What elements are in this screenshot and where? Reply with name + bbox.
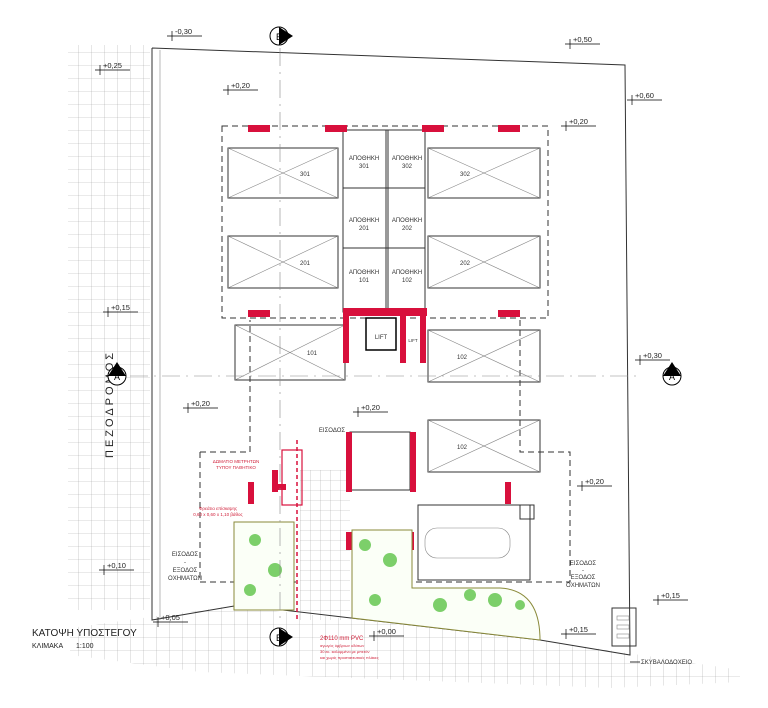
svg-text:B: B [276,32,282,42]
elevation-value: +0,25 [103,61,122,70]
garden-right [351,529,541,641]
parking-301: 301 [300,172,311,178]
elevation-value: +0,20 [585,477,604,486]
pipe-note-detail: αγωγός όμβριων υδάτων [320,643,364,648]
vehicles-right: ΟΧΗΜΑΤΩΝ [566,583,600,589]
scale-value: 1:100 [76,643,94,650]
manhole-dims: 0,60 x 0,60 x 1,10 βάθος [193,511,243,517]
storage-label: ΑΠΟΘΗΚΗ [349,156,379,162]
vehicle-exit-left: ΕΞΟΔΟΣ [173,568,198,574]
elevation-value: +0,10 [107,561,126,570]
elevation-value: -0,30 [175,27,192,36]
parking-202: 202 [460,261,471,267]
elevation-marker: +0,20 [353,403,388,417]
garden-left [233,521,295,611]
sidewalk-label: ΠΕΖΟΔΡΟΜΟΣ [104,350,116,458]
waste-bin-label: ΣΚΥΒΑΛΟΔΟΧΕΙΟ [641,660,692,666]
parking-102b: 102 [457,445,468,451]
columns [248,125,520,550]
meter-room-label: ΔΩΜΑΤΙΟ ΜΕΤΡΗΤΩΝ [213,459,260,464]
elevation-marker: +0,20 [577,477,612,491]
elevation-marker: +0,05 [153,613,188,627]
elevation-marker: +0,20 [183,399,218,413]
waste-bin [611,607,637,647]
pipe-note: 2Φ110 mm PVC [320,636,364,642]
svg-text:B: B [276,633,282,643]
lift-label: LIFT [375,335,388,341]
elevation-value: +0,50 [573,35,592,44]
elevation-marker: +0,25 [95,61,130,75]
entrance-label: ΕΙΣΟΔΟΣ [319,428,345,434]
vehicle-entrance-right: ΕΙΣΟΔΟΣ [570,561,596,567]
storage-label: ΑΠΟΘΗΚΗ [392,218,422,224]
svg-text:A: A [114,372,120,382]
elevation-value: +0,60 [635,91,654,100]
vehicle-entrance-dash: - [184,560,186,566]
car-icon [424,527,511,559]
driveway-paving [300,470,350,620]
section-marker-a-right: A [662,362,682,386]
storage-label: ΑΠΟΘΗΚΗ [392,270,422,276]
elevation-value: +0,15 [111,303,130,312]
elevation-value: +0,05 [161,613,180,622]
meter-room [281,449,303,506]
elevation-marker: +0,15 [653,591,688,605]
storage-label: ΑΠΟΘΗΚΗ [349,218,379,224]
storage-number: 201 [359,226,370,232]
section-marker-a-left: A [107,362,127,386]
elevation-value: +0,15 [569,625,588,634]
section-marker-b-bottom: B [269,627,293,647]
pipe-note-detail: και χωρίς προστατευτικές πλάκες [320,655,379,660]
svg-text:A: A [669,372,675,382]
elevation-marker: +0,60 [627,91,662,105]
vehicle-entrance-left: ΕΙΣΟΔΟΣ [172,552,198,558]
parking-bays [227,147,541,581]
elevation-value: +0,15 [661,591,680,600]
street-paving [70,606,740,688]
storage-rooms [342,129,426,313]
storage-number: 202 [402,226,413,232]
vehicles-left: ΟΧΗΜΑΤΩΝ [168,576,202,582]
core-walls [343,308,427,492]
elevation-value: +0,20 [191,399,210,408]
elevation-markers: -0,30 +0,50 +0,25 +0,20 +0,60 +0,20 +0,15 +0,30… [95,27,688,641]
meter-room-type: ΤΥΠΟΥ ΠΑΘΗΤΙΚΟ [216,465,256,470]
elevation-marker: +0,00 [369,627,404,641]
plant-icons [244,534,525,612]
storage-label: ΑΠΟΘΗΚΗ [349,270,379,276]
sidewalk-paving [68,45,150,610]
elevation-value: +0,20 [569,117,588,126]
section-marker-b-top: B [269,26,293,46]
pipe-note-detail: 30 εκ. καλυμμένο με μπετόν [320,649,370,654]
storage-number: 301 [359,164,370,170]
parking-101: 101 [307,351,318,357]
storage-number: 302 [402,164,413,170]
plan-title: ΚΑΤΟΨΗ ΥΠΟΣΤΕΓΟΥ [32,628,137,639]
building-outline [221,125,549,319]
elevation-marker: +0,30 [635,351,670,365]
vehicle-entrance-dash: - [582,568,584,574]
elevation-marker: +0,15 [103,303,138,317]
storage-number: 101 [359,278,370,284]
elevation-marker: +0,50 [565,35,600,49]
parking-102: 102 [457,355,468,361]
elevation-value: +0,20 [231,81,250,90]
elevation-marker: +0,20 [561,117,596,131]
elevation-marker: +0,15 [561,625,596,639]
lift-label-small: LIFT [408,338,418,343]
elevation-marker: +0,10 [99,561,134,575]
elevation-value: +0,00 [377,627,396,636]
manhole-note: Φρεάτιο επίσκεψης [199,505,238,511]
storage-number: 102 [402,278,413,284]
elevation-value: +0,20 [361,403,380,412]
vehicle-exit-right: ΕΞΟΔΟΣ [571,575,596,581]
storage-label: ΑΠΟΘΗΚΗ [392,156,422,162]
elevation-marker: -0,30 [167,27,202,41]
elevation-marker: +0,20 [223,81,258,95]
elevation-value: +0,30 [643,351,662,360]
scale-label: ΚΛΙΜΑΚΑ [32,643,63,650]
parking-302: 302 [460,172,471,178]
parking-201: 201 [300,261,311,267]
